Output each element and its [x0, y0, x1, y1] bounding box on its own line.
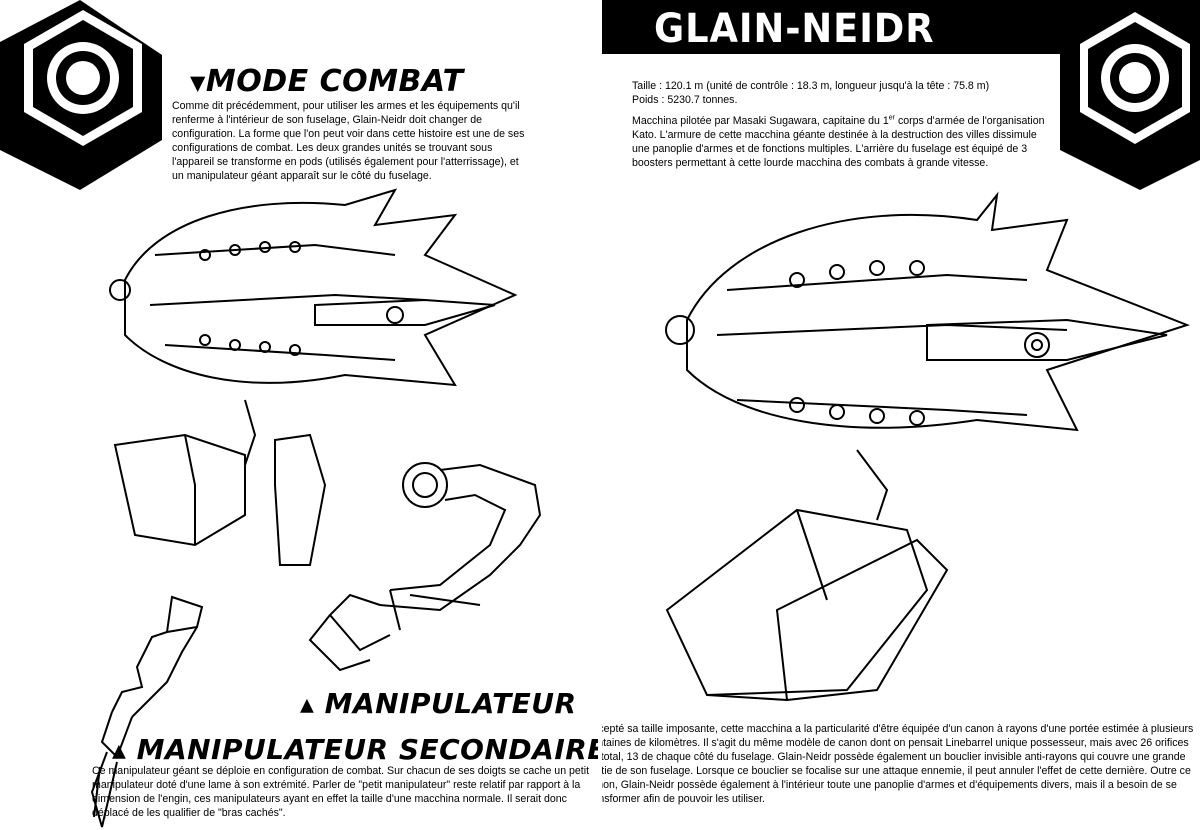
intro-paragraph: Macchina pilotée par Masaki Sugawara, ca…: [632, 114, 1052, 171]
manipulateur-secondaire-title: MANIPULATEUR SECONDAIRE: [136, 733, 598, 766]
left-page: ▼MODE COMBAT Comme dit précédemment, pou…: [0, 0, 598, 830]
mode-combat-heading: ▼MODE COMBAT: [190, 64, 464, 99]
glain-neidr-illustration: [665, 191, 1190, 702]
intro-superscript: er: [888, 114, 895, 122]
manipulateur-secondaire-heading: ▲ MANIPULATEUR SECONDAIRE: [112, 733, 598, 766]
spec-poids: Poids : 5230.7 tonnes.: [632, 93, 738, 106]
triangle-up-icon: ▲: [300, 694, 315, 716]
spec-taille: Taille : 120.1 m (unité de contrôle : 18…: [632, 80, 990, 92]
hex-nut-emblem-right: [1060, 0, 1200, 190]
page-title: GLAIN-NEIDR: [654, 6, 935, 52]
intro-text-start: Macchina pilotée par Masaki Sugawara, ca…: [632, 115, 889, 127]
combat-mode-illustration: [109, 188, 518, 566]
page-spine: [598, 0, 602, 830]
canon-paragraph: Excepté sa taille imposante, cette macch…: [602, 723, 1194, 805]
manipulateur-secondaire-paragraph: Ce manipulateur géant se déploie en conf…: [92, 765, 590, 819]
right-page: GLAIN-NEIDR Taille : 120.1 m (unité de c…: [602, 0, 1200, 830]
triangle-down-icon: ▼: [190, 70, 206, 95]
secondary-manipulator-illustration: [90, 595, 204, 828]
hex-nut-emblem-left: [0, 0, 162, 190]
specs-block: Taille : 120.1 m (unité de contrôle : 18…: [632, 80, 1052, 108]
manipulator-illustration: [308, 462, 542, 672]
intro-text-end: corps d'armée de l'organisation Kato. L'…: [632, 115, 1045, 169]
manipulateur-title: MANIPULATEUR: [324, 687, 577, 720]
triangle-up-icon: ▲: [112, 740, 127, 762]
manipulateur-heading: ▲ MANIPULATEUR: [300, 687, 577, 720]
mode-combat-paragraph: Comme dit précédemment, pour utiliser le…: [172, 100, 525, 182]
mode-combat-title: MODE COMBAT: [205, 64, 464, 99]
